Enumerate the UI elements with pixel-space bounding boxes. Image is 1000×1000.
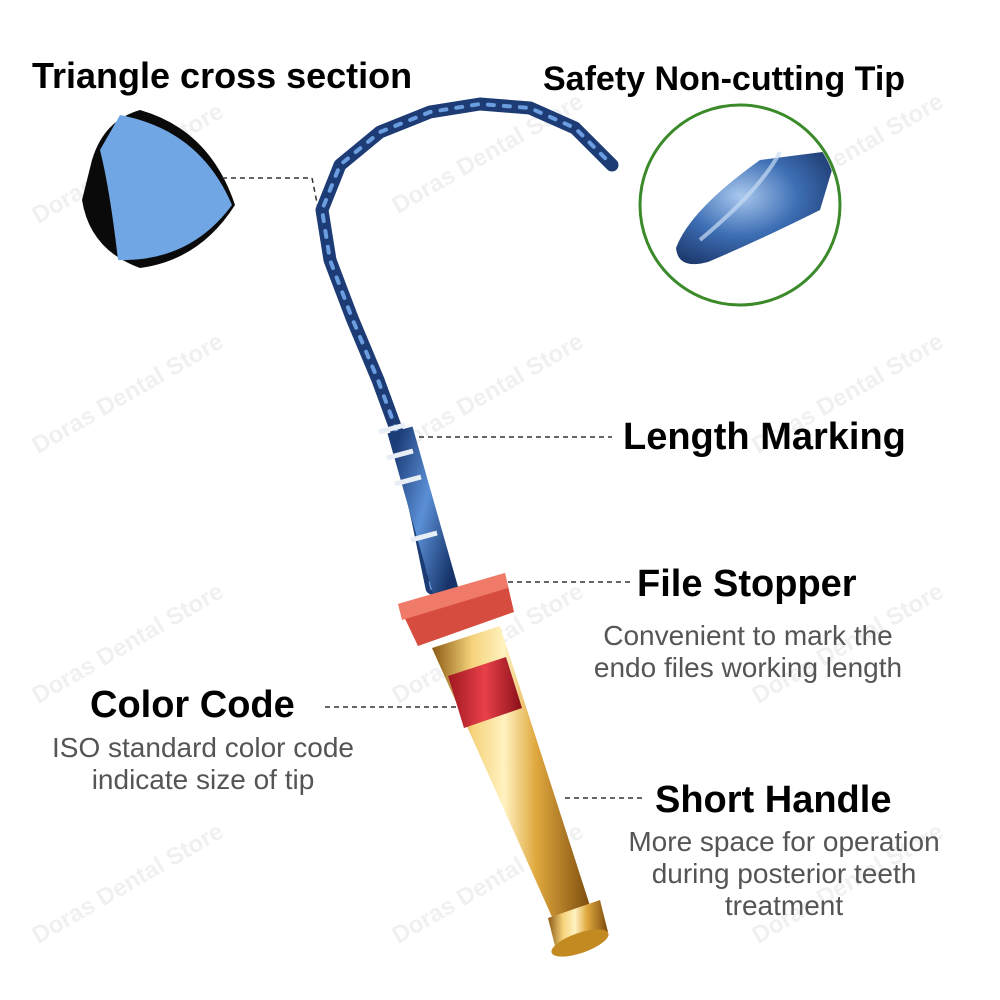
label-safety-tip: Safety Non-cutting Tip xyxy=(543,60,906,98)
desc-file-stopper-line-1: Convenient to mark the xyxy=(603,620,893,651)
desc-color-code-line-1: ISO standard color code xyxy=(52,732,354,763)
label-length-marking: Length Marking xyxy=(623,416,906,458)
file-blade xyxy=(315,97,619,596)
desc-short-handle: More space for operation during posterio… xyxy=(604,826,964,922)
short-handle xyxy=(432,626,609,957)
desc-file-stopper-line-2: endo files working length xyxy=(593,652,903,683)
tip-inset xyxy=(638,103,842,307)
desc-short-handle-line-1: More space for operation xyxy=(628,826,940,857)
desc-short-handle-line-3: treatment xyxy=(724,890,844,921)
desc-short-handle-line-2: during posterior teeth xyxy=(651,858,917,889)
leader-lines xyxy=(222,177,645,799)
color-code-band xyxy=(448,657,522,728)
file-stopper xyxy=(398,573,514,646)
desc-color-code: ISO standard color code indicate size of… xyxy=(28,732,378,796)
desc-color-code-line-2: indicate size of tip xyxy=(91,764,315,795)
cross-section-shape xyxy=(82,110,235,268)
desc-file-stopper: Convenient to mark the endo files workin… xyxy=(578,620,918,684)
label-color-code: Color Code xyxy=(90,684,295,726)
label-triangle-cross-section: Triangle cross section xyxy=(32,55,413,96)
label-short-handle: Short Handle xyxy=(655,779,892,821)
length-marking-rings xyxy=(378,422,438,543)
label-file-stopper: File Stopper xyxy=(637,563,857,605)
